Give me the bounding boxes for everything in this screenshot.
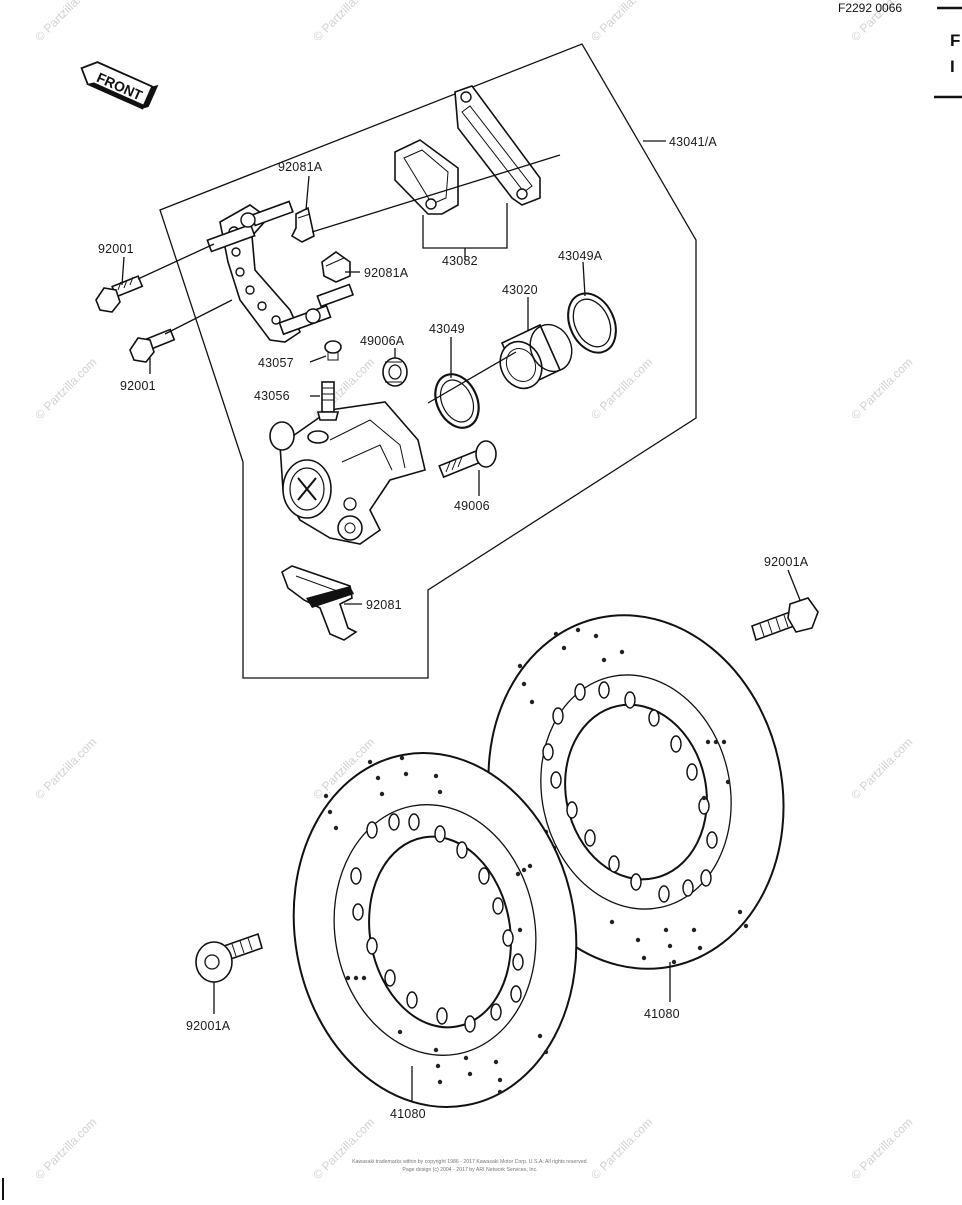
bleed-valve-cap	[324, 340, 342, 361]
part-label-43041a: 43041/A	[669, 135, 717, 149]
pad-spring-92081a-lower	[321, 251, 351, 283]
watermark: © Partzilla.com	[588, 355, 655, 422]
watermark: © Partzilla.com	[32, 0, 99, 44]
part-label-41080: 41080	[644, 1007, 680, 1021]
bleed-valve	[316, 381, 340, 421]
disc-holes-right	[542, 681, 718, 903]
part-label-92081a: 92081A	[278, 160, 323, 174]
front-arrow: FRONT	[80, 61, 159, 110]
part-label-43057: 43057	[258, 356, 294, 370]
disc-dots-right	[517, 627, 749, 965]
part-label-41080: 41080	[390, 1107, 426, 1121]
watermark: © Partzilla.com	[848, 355, 915, 422]
watermark: © Partzilla.com	[848, 735, 915, 802]
edge-glyph: I	[950, 57, 955, 76]
watermark: © Partzilla.com	[588, 0, 655, 44]
disc-holes-left	[350, 813, 524, 1033]
part-label-43049: 43049	[429, 322, 465, 336]
brake-pad-inner	[394, 139, 459, 215]
anti-rattle-spring-92081	[281, 565, 358, 641]
watermark: © Partzilla.com	[32, 355, 99, 422]
bolt-92001-upper	[95, 275, 144, 313]
caliper-body	[269, 401, 426, 545]
watermark: © Partzilla.com	[848, 1115, 915, 1182]
part-label-92001a: 92001A	[764, 555, 809, 569]
disc-bolt-92001a-right	[751, 597, 819, 642]
footer-page-design: Page design (c) 2004 - 2017 by ARI Netwo…	[402, 1167, 537, 1173]
brake-pad-outer	[454, 85, 541, 206]
diagram-code: F2292 0066	[838, 1, 902, 15]
bolt-92001-lower	[129, 328, 176, 363]
part-label-92001: 92001	[98, 242, 134, 256]
part-label-43056: 43056	[254, 389, 290, 403]
watermark: © Partzilla.com	[310, 1115, 377, 1182]
edge-glyph: F	[950, 31, 960, 50]
part-label-92081a: 92081A	[364, 266, 409, 280]
part-label-49006: 49006	[454, 499, 490, 513]
pad-spring-92081a-upper	[290, 206, 315, 243]
caliper-piston	[499, 323, 573, 390]
brake-disc-left	[292, 752, 578, 1108]
part-label-49006a: 49006A	[360, 334, 405, 348]
boot-49006a	[382, 357, 408, 387]
caliper-bracket	[206, 200, 355, 343]
watermark: © Partzilla.com	[32, 735, 99, 802]
disc-dots-left	[323, 755, 549, 1095]
caliper-assembly-boundary	[159, 43, 697, 679]
part-label-92001a: 92001A	[186, 1019, 231, 1033]
part-label-43020: 43020	[502, 283, 538, 297]
watermark: © Partzilla.com	[310, 0, 377, 44]
part-label-92001: 92001	[120, 379, 156, 393]
watermark: © Partzilla.com	[32, 1115, 99, 1182]
slide-bolt-49006	[438, 440, 497, 479]
part-label-43049a: 43049A	[558, 249, 603, 263]
leader-lines	[121, 140, 801, 1102]
piston-seal-ring-43049a	[567, 292, 617, 354]
disc-bolt-92001a-left	[195, 932, 263, 983]
part-label-43082: 43082	[442, 254, 478, 268]
part-label-92081: 92081	[366, 598, 402, 612]
part-labels: 43041/A 92081A 92081A 92001 92001 43082 …	[98, 135, 809, 1121]
footer-copyright: Kawasaki trademarks within by copyright …	[352, 1159, 588, 1165]
watermark: © Partzilla.com	[588, 1115, 655, 1182]
piston-seal-ring-43049	[434, 373, 480, 429]
